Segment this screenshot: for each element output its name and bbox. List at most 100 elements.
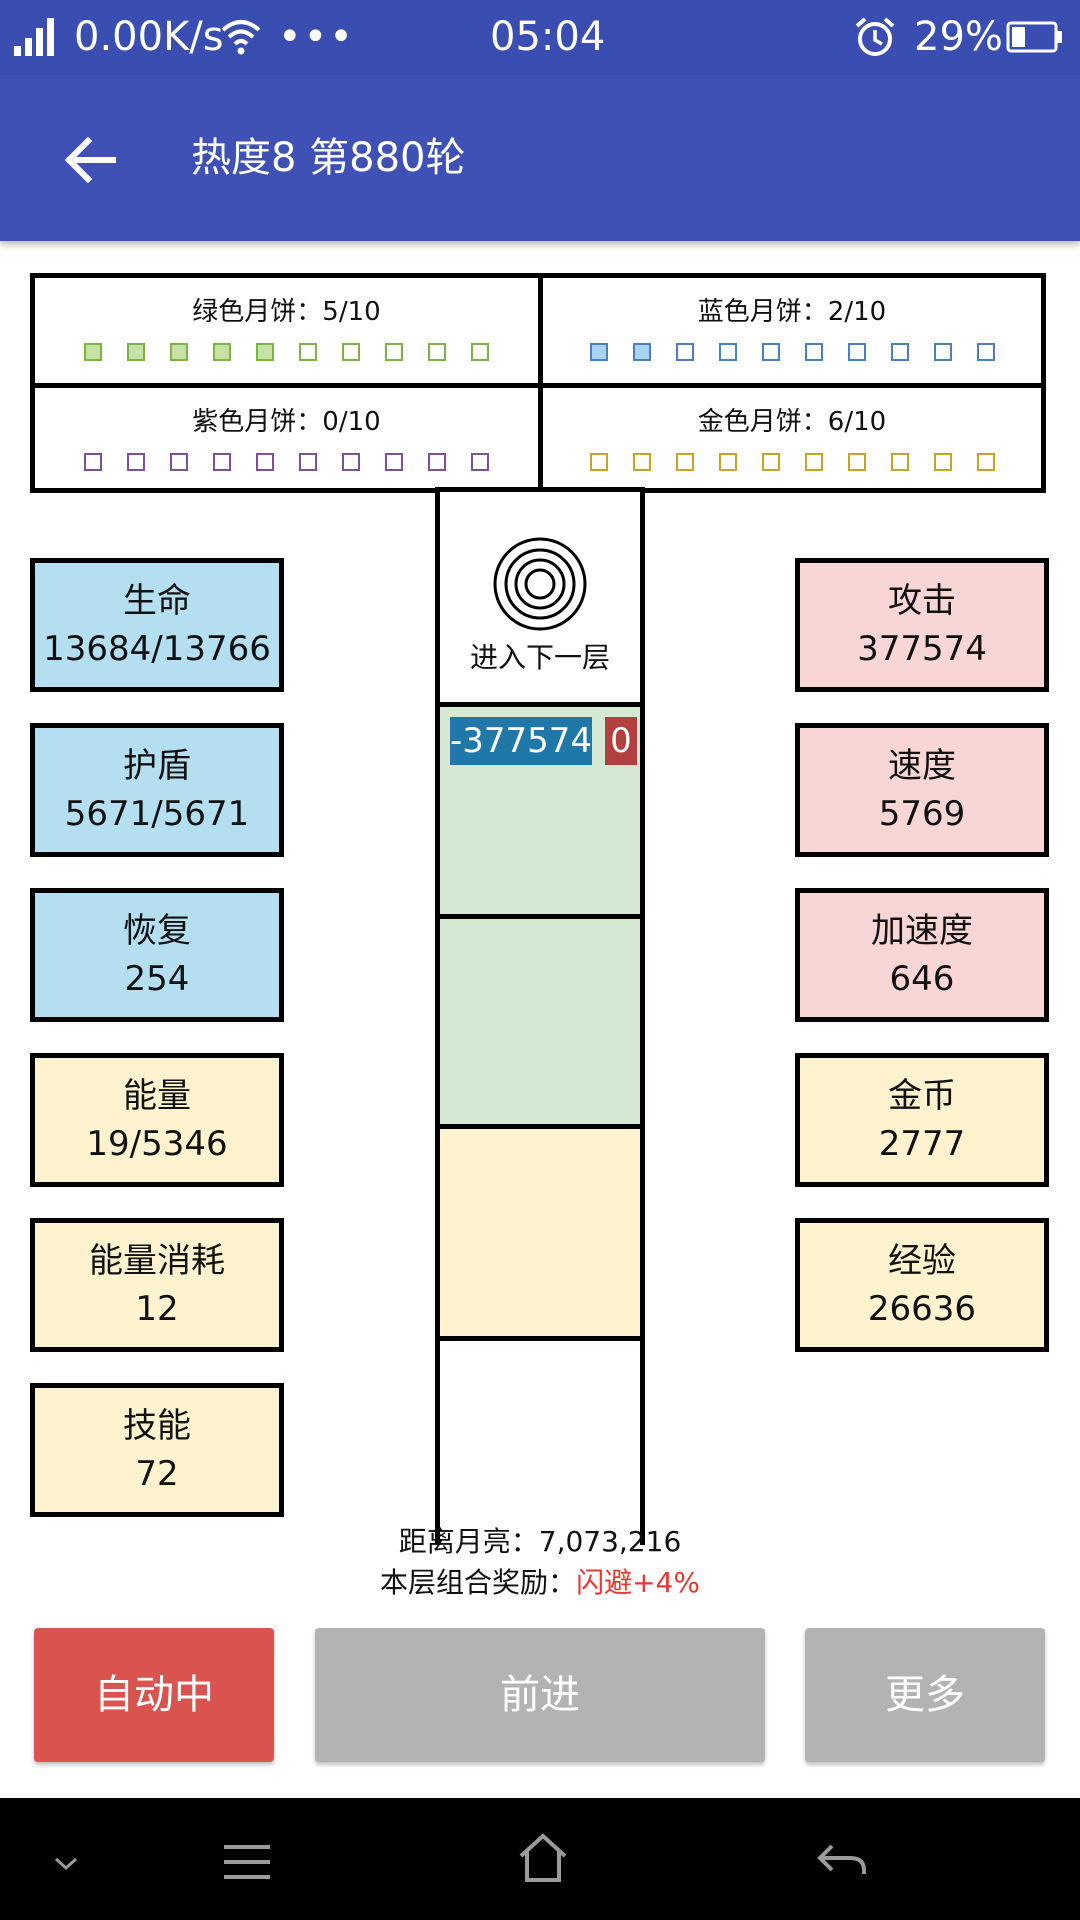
- battery-icon: [1006, 21, 1062, 53]
- mooncake-slot-empty: [976, 343, 995, 361]
- more-button[interactable]: 更多: [805, 1628, 1045, 1762]
- mooncake-slot-empty: [804, 453, 823, 471]
- stat-name: 经验: [888, 1241, 956, 1281]
- stat-value: 5671/5671: [64, 794, 250, 834]
- mooncake-slot-empty: [127, 453, 145, 471]
- stat-value: 646: [889, 959, 955, 999]
- stat-card-energy-cost: 能量消耗 12: [30, 1218, 284, 1352]
- alarm-icon: [855, 17, 895, 56]
- mooncake-slot-empty: [84, 453, 102, 471]
- stat-name: 速度: [888, 746, 956, 786]
- mooncake-progress: [35, 453, 538, 471]
- mooncake-slot-empty: [976, 453, 995, 471]
- menu-icon[interactable]: [222, 1842, 272, 1882]
- mooncake-slot-empty: [675, 343, 694, 361]
- stat-value: 377574: [857, 629, 987, 669]
- auto-button[interactable]: 自动中: [34, 1628, 274, 1762]
- mooncake-slot-empty: [761, 453, 780, 471]
- clock: 05:04: [490, 14, 606, 60]
- stat-name: 金币: [888, 1076, 956, 1116]
- stat-value: 13684/13766: [43, 629, 271, 669]
- mooncake-green: 绿色月饼：5/10: [35, 278, 538, 383]
- signal-icon: [14, 18, 54, 56]
- mooncake-slot-empty: [299, 343, 317, 361]
- back-icon[interactable]: [816, 1840, 868, 1880]
- mooncake-progress: [543, 453, 1041, 471]
- distance-to-moon: 距离月亮：7,073,216: [0, 1524, 1080, 1560]
- mooncake-slot-filled: [127, 343, 145, 361]
- app-bar: 热度8 第880轮: [0, 75, 1080, 241]
- stat-name: 能量: [123, 1076, 191, 1116]
- stat-card-experience: 经验 26636: [795, 1218, 1049, 1352]
- mooncake-panel: 绿色月饼：5/10 蓝色月饼：2/10 紫色月饼：0/10 金色月饼：6/10: [30, 273, 1046, 493]
- stat-value: 72: [135, 1454, 179, 1494]
- floor-combo-reward: 本层组合奖励：闪避+4%: [0, 1565, 1080, 1601]
- back-arrow-icon[interactable]: [64, 137, 116, 183]
- mooncake-progress: [35, 343, 538, 361]
- stat-name: 技能: [123, 1406, 191, 1446]
- mooncake-slot-filled: [256, 343, 274, 361]
- stat-name: 攻击: [888, 581, 956, 621]
- mooncake-slot-empty: [299, 453, 317, 471]
- stat-value: 26636: [867, 1289, 977, 1329]
- more-notifications-icon: •••: [278, 14, 355, 60]
- mooncake-slot-empty: [890, 343, 909, 361]
- mooncake-slot-empty: [847, 453, 866, 471]
- next-floor-label: 进入下一层: [469, 641, 610, 674]
- mooncake-gold: 金色月饼：6/10: [538, 383, 1041, 488]
- stat-name: 护盾: [123, 746, 191, 786]
- battery-percent: 29%: [914, 14, 1003, 60]
- mooncake-slot-empty: [890, 453, 909, 471]
- mooncake-slot-filled: [589, 343, 608, 361]
- mooncake-slot-empty: [342, 453, 360, 471]
- target-icon: [493, 537, 587, 631]
- tower-floor-green: [440, 914, 640, 1124]
- mooncake-slot-empty: [428, 453, 446, 471]
- mooncake-label: 紫色月饼：0/10: [192, 407, 381, 437]
- stat-card-energy: 能量 19/5346: [30, 1053, 284, 1187]
- stat-value: 2777: [878, 1124, 966, 1164]
- mooncake-slot-empty: [632, 453, 651, 471]
- mooncake-purple: 紫色月饼：0/10: [35, 383, 538, 488]
- mooncake-blue: 蓝色月饼：2/10: [538, 278, 1041, 383]
- chevron-down-icon[interactable]: [54, 1856, 78, 1872]
- mooncake-slot-empty: [847, 343, 866, 361]
- forward-button[interactable]: 前进: [315, 1628, 765, 1762]
- distance-value: 7,073,216: [538, 1525, 682, 1558]
- mooncake-label: 绿色月饼：5/10: [192, 297, 381, 327]
- mooncake-slot-empty: [342, 343, 360, 361]
- stat-name: 生命: [123, 581, 191, 621]
- stat-card-skill: 技能 72: [30, 1383, 284, 1517]
- next-floor-cell[interactable]: 进入下一层: [440, 492, 640, 702]
- enemy-count-badge: 0: [605, 717, 637, 765]
- network-speed: 0.00K/s: [74, 14, 224, 60]
- mooncake-slot-empty: [933, 343, 952, 361]
- stat-value: 5769: [878, 794, 966, 834]
- mooncake-slot-filled: [170, 343, 188, 361]
- mooncake-label: 蓝色月饼：2/10: [697, 297, 887, 327]
- mooncake-slot-empty: [675, 453, 694, 471]
- reward-value: 闪避+4%: [576, 1566, 700, 1599]
- mooncake-slot-empty: [718, 343, 737, 361]
- mooncake-slot-empty: [804, 343, 823, 361]
- mooncake-slot-empty: [256, 453, 274, 471]
- stat-name: 恢复: [123, 911, 191, 951]
- stat-card-attack: 攻击 377574: [795, 558, 1049, 692]
- navigation-bar: [0, 1798, 1080, 1920]
- mooncake-progress: [543, 343, 1041, 361]
- stat-name: 加速度: [871, 911, 973, 951]
- tower-floor-enemy: -377574 0: [440, 702, 640, 914]
- mooncake-label: 金色月饼：6/10: [697, 407, 887, 437]
- mooncake-slot-filled: [632, 343, 651, 361]
- mooncake-slot-filled: [213, 343, 231, 361]
- stat-card-recovery: 恢复 254: [30, 888, 284, 1022]
- mooncake-slot-empty: [170, 453, 188, 471]
- mooncake-slot-empty: [761, 343, 780, 361]
- tower: 进入下一层 -377574 0: [435, 487, 645, 1545]
- wifi-icon: [221, 20, 261, 55]
- stat-card-acceleration: 加速度 646: [795, 888, 1049, 1022]
- stat-card-gold: 金币 2777: [795, 1053, 1049, 1187]
- home-icon[interactable]: [518, 1832, 568, 1884]
- stat-value: 12: [135, 1289, 179, 1329]
- stat-name: 能量消耗: [89, 1241, 225, 1281]
